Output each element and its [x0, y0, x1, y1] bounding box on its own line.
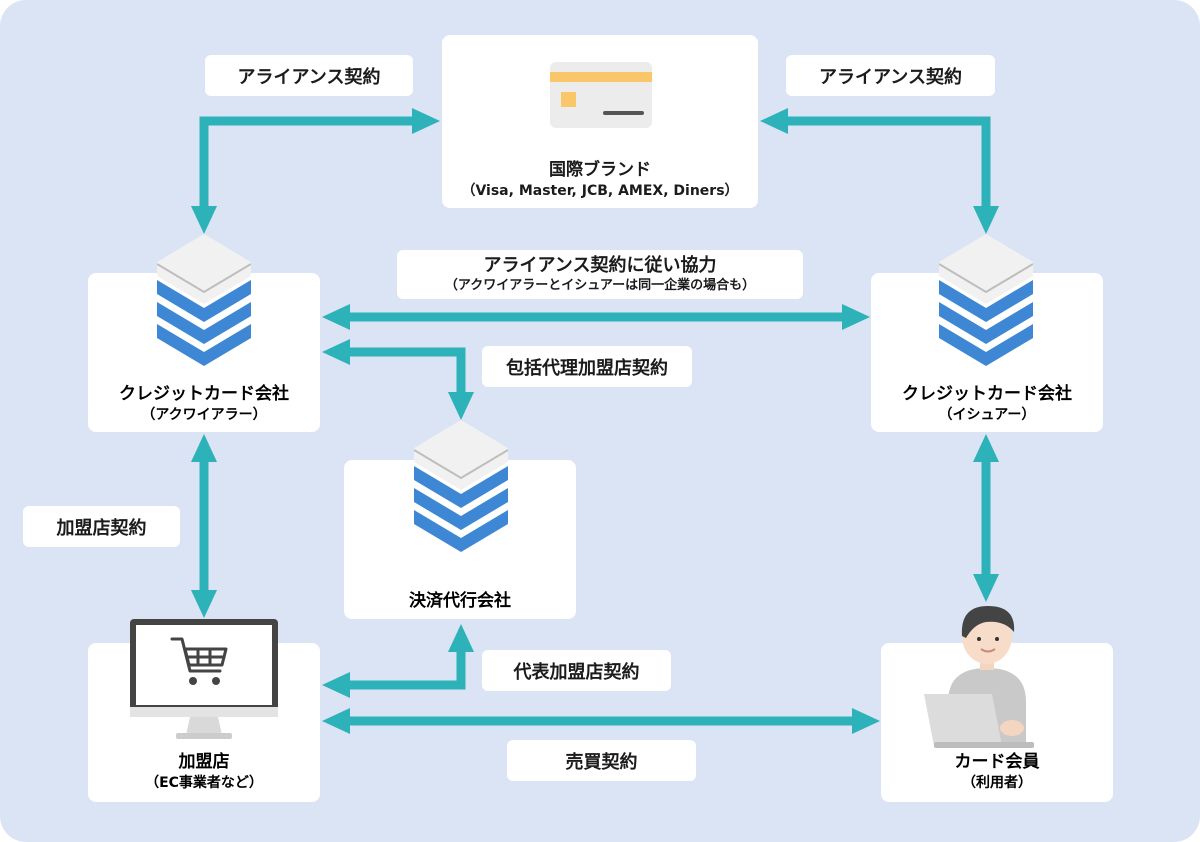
- merchant-title: 加盟店: [178, 752, 230, 772]
- label-representative-contract: 代表加盟店契約: [482, 650, 671, 691]
- issuer-subtitle: （イシュアー）: [938, 407, 1036, 423]
- brand-node: 国際ブランド （Visa, Master, JCB, AMEX, Diners）: [442, 35, 758, 208]
- arrow-acquirer-psp: [348, 347, 466, 394]
- credit-card-icon: [550, 62, 652, 128]
- member-subtitle: （利用者）: [962, 775, 1032, 791]
- server-stack-icon: [157, 234, 251, 366]
- arrow-psp-merchant: [348, 650, 466, 690]
- psp-title: 決済代行会社: [409, 591, 511, 611]
- label-umbrella-contract: 包括代理加盟店契約: [482, 346, 692, 387]
- label-merchant-contract: 加盟店契約: [23, 506, 180, 547]
- label-cooperation: アライアンス契約に従い協力 （アクワイアラーとイシュアーは同一企業の場合も）: [397, 250, 803, 299]
- server-stack-icon: [414, 420, 508, 552]
- label-cooperation-note: （アクワイアラーとイシュアーは同一企業の場合も）: [444, 277, 756, 293]
- label-alliance-right: アライアンス契約: [786, 55, 995, 96]
- label-alliance-left: アライアンス契約: [205, 55, 413, 96]
- arrow-brand-issuer: [786, 116, 991, 210]
- issuer-title: クレジットカード会社: [902, 384, 1072, 404]
- label-cooperation-main: アライアンス契約に従い協力: [483, 254, 717, 276]
- acquirer-title: クレジットカード会社: [119, 384, 289, 404]
- label-sales-contract: 売買契約: [507, 740, 696, 781]
- person-laptop-icon: [924, 606, 1034, 748]
- member-title: カード会員: [954, 752, 1040, 772]
- arrow-acquirer-brand: [199, 116, 414, 210]
- brand-subtitle: （Visa, Master, JCB, AMEX, Diners）: [461, 183, 739, 199]
- acquirer-subtitle: （アクワイアラー）: [141, 407, 267, 423]
- server-stack-icon: [939, 234, 1033, 366]
- brand-title: 国際ブランド: [549, 160, 651, 180]
- merchant-subtitle: （EC事業者など）: [145, 775, 263, 791]
- monitor-cart-icon: [130, 619, 278, 739]
